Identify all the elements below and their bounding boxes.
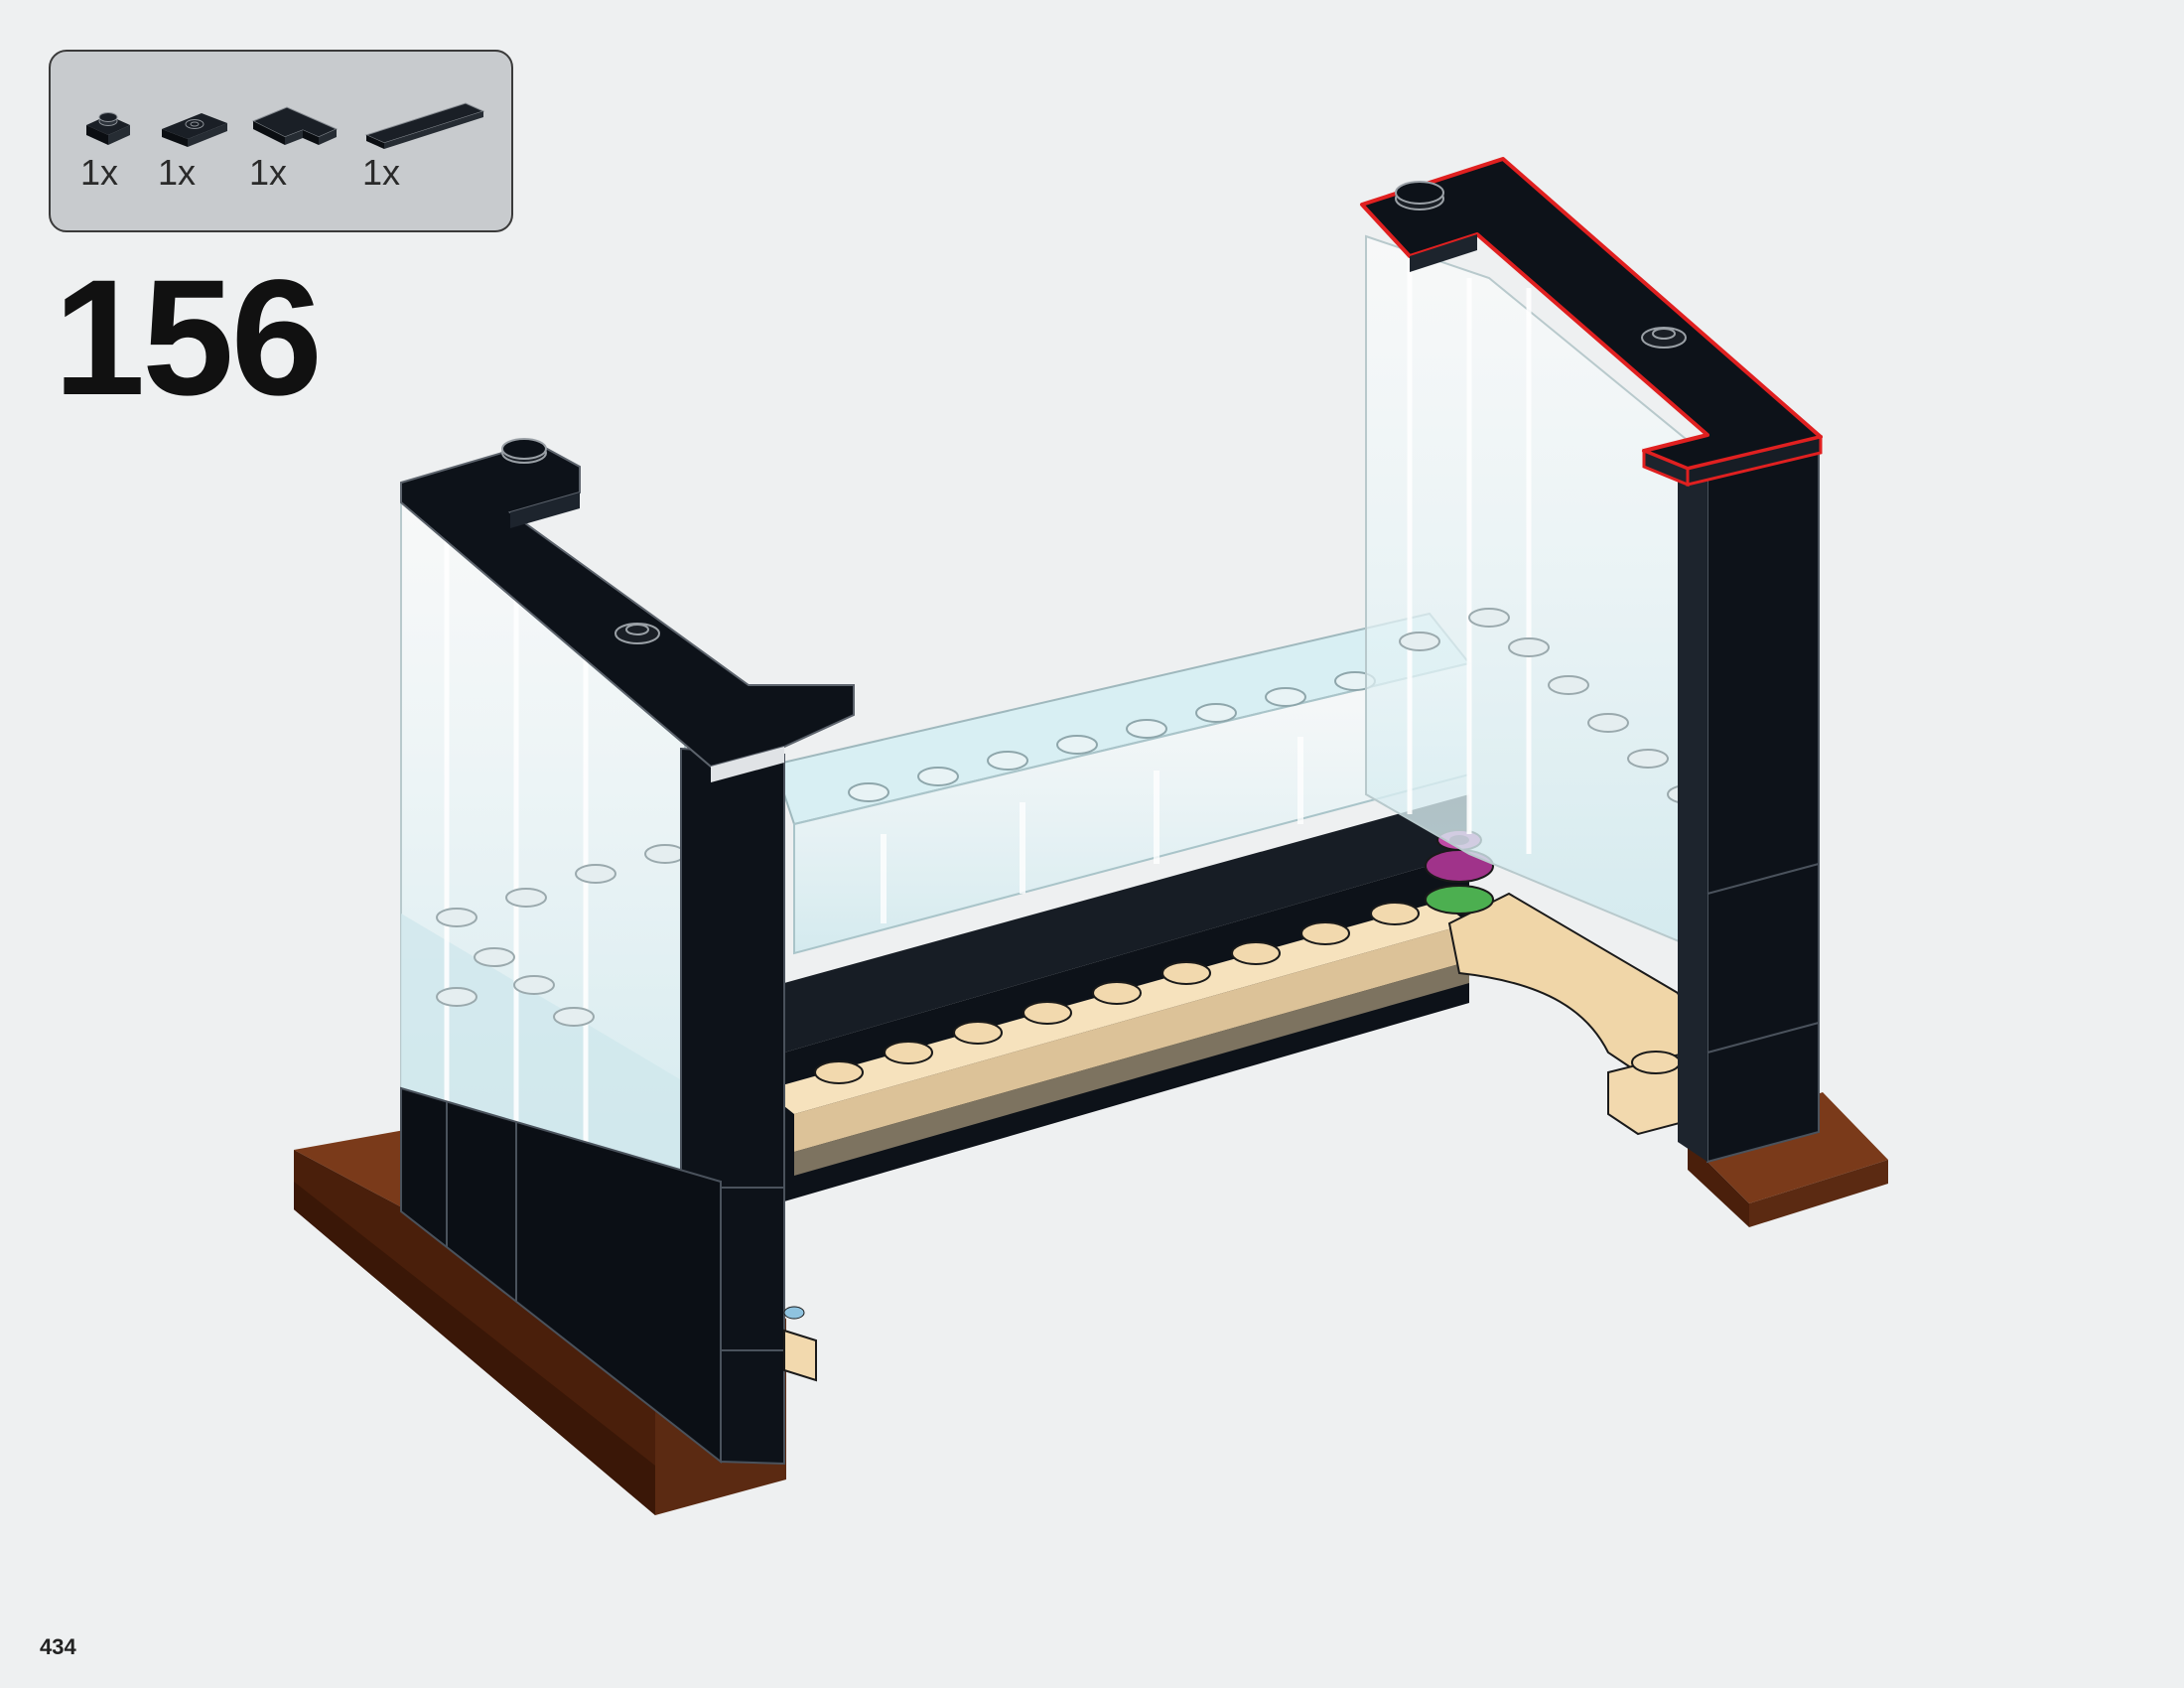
parts-callout: 1x 1x 1x 1x [49, 50, 513, 232]
part-3: 1x [249, 99, 341, 191]
part-1-qty: 1x [80, 152, 119, 193]
plate-1x1-round-stud-icon [86, 112, 130, 145]
right-glass-wall [1365, 234, 1708, 955]
part-1: 1x [80, 103, 136, 191]
right-black-pillar [1678, 441, 1820, 1164]
tan-plate [764, 902, 1469, 1176]
plate-1x2-jumper-icon [162, 113, 227, 147]
left-top-beam [400, 438, 855, 782]
left-black-pillar [400, 747, 785, 1466]
tile-1x4-icon [364, 102, 485, 149]
part-4-qty: 1x [362, 152, 401, 193]
part-4: 1x [362, 99, 487, 191]
part-3-qty: 1x [249, 152, 288, 193]
plate-corner-2x2-icon [251, 106, 339, 145]
left-tan-block [783, 1306, 817, 1382]
step-number: 156 [54, 246, 323, 430]
page-number: 434 [40, 1634, 76, 1659]
part-2: 1x [158, 103, 231, 191]
new-corner-plate [1360, 157, 1823, 488]
part-2-qty: 1x [158, 152, 197, 193]
right-base-plate [1688, 1092, 1888, 1227]
